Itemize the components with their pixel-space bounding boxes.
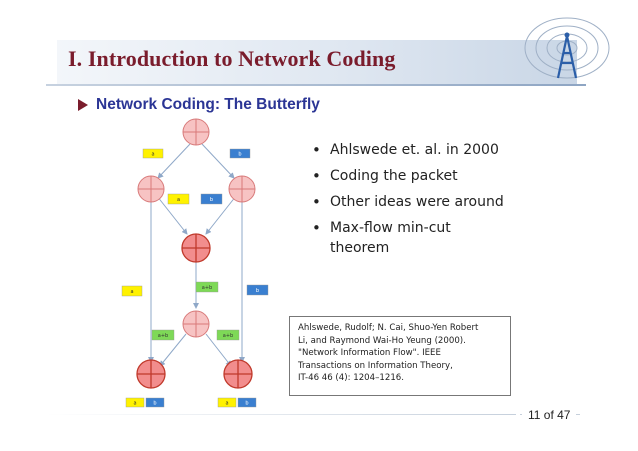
slide-subtitle: Network Coding: The Butterfly (96, 96, 320, 113)
svg-text:a: a (130, 289, 133, 295)
bullet-item: Max-flow min-cut theorem (308, 218, 508, 258)
reference-line: "Network Information Flow". IEEE (298, 348, 441, 359)
bullet-list: Ahlswede et. al. in 2000 Coding the pack… (308, 140, 508, 264)
svg-text:a: a (133, 401, 136, 407)
label-a-top-left: a (142, 148, 164, 159)
reference-line: IT-46 46 (4): 1204–1216. (298, 373, 404, 384)
broadcast-node (182, 310, 210, 338)
sink-left-node (136, 359, 166, 389)
coding-node (181, 233, 211, 263)
right-relay-node (228, 175, 256, 203)
footer-divider (46, 414, 516, 415)
header-divider (46, 84, 586, 86)
label-a-sink-left-1: a (125, 397, 145, 408)
label-a-mid: a (167, 193, 190, 205)
svg-text:a: a (151, 152, 154, 158)
svg-text:b: b (210, 197, 213, 203)
label-ab-lower-left: a+b (151, 329, 175, 341)
coding-nodes (136, 118, 256, 389)
label-b-sink-right-2: b (237, 397, 257, 408)
sink-right-node (223, 359, 253, 389)
triangle-bullet-icon (78, 99, 88, 111)
reference-line: Li, and Raymond Wai-Ho Yeung (2000). (298, 335, 466, 346)
label-b-sink-left-2: b (145, 397, 165, 408)
svg-text:b: b (153, 401, 156, 407)
svg-text:b: b (238, 152, 241, 158)
label-b-right: b (246, 284, 269, 296)
bullet-item: Ahlswede et. al. in 2000 (308, 140, 508, 160)
label-ab-center: a+b (195, 281, 219, 293)
svg-text:b: b (245, 401, 248, 407)
svg-text:a: a (225, 401, 228, 407)
label-a-left: a (121, 285, 143, 297)
svg-text:b: b (256, 288, 259, 294)
svg-text:a+b: a+b (158, 333, 168, 339)
source-node (182, 118, 210, 146)
butterfly-diagram: a b a b a a+b b a+b a+b a b a b (121, 118, 269, 408)
label-b-top-right: b (229, 148, 251, 159)
header-band (57, 40, 577, 84)
reference-line: Transactions on Information Theory, (298, 360, 453, 371)
subtitle-bullet: Network Coding: The Butterfly (78, 96, 320, 114)
page-number: 11 of 47 (522, 405, 577, 425)
svg-text:a+b: a+b (202, 285, 212, 291)
svg-text:a: a (177, 197, 180, 203)
label-b-mid: b (200, 193, 223, 205)
bullet-item: Other ideas were around (308, 192, 508, 212)
svg-text:a+b: a+b (223, 333, 233, 339)
tower-logo-icon (524, 17, 610, 79)
label-a-sink-right-1: a (217, 397, 237, 408)
slide-title: I. Introduction to Network Coding (68, 46, 396, 71)
left-relay-node (137, 175, 165, 203)
bullet-item: Coding the packet (308, 166, 508, 186)
reference-line: Ahlswede, Rudolf; N. Cai, Shuo-Yen Rober… (298, 323, 479, 333)
label-ab-lower-right: a+b (216, 329, 240, 341)
reference-box: Ahlswede, Rudolf; N. Cai, Shuo-Yen Rober… (289, 316, 511, 396)
